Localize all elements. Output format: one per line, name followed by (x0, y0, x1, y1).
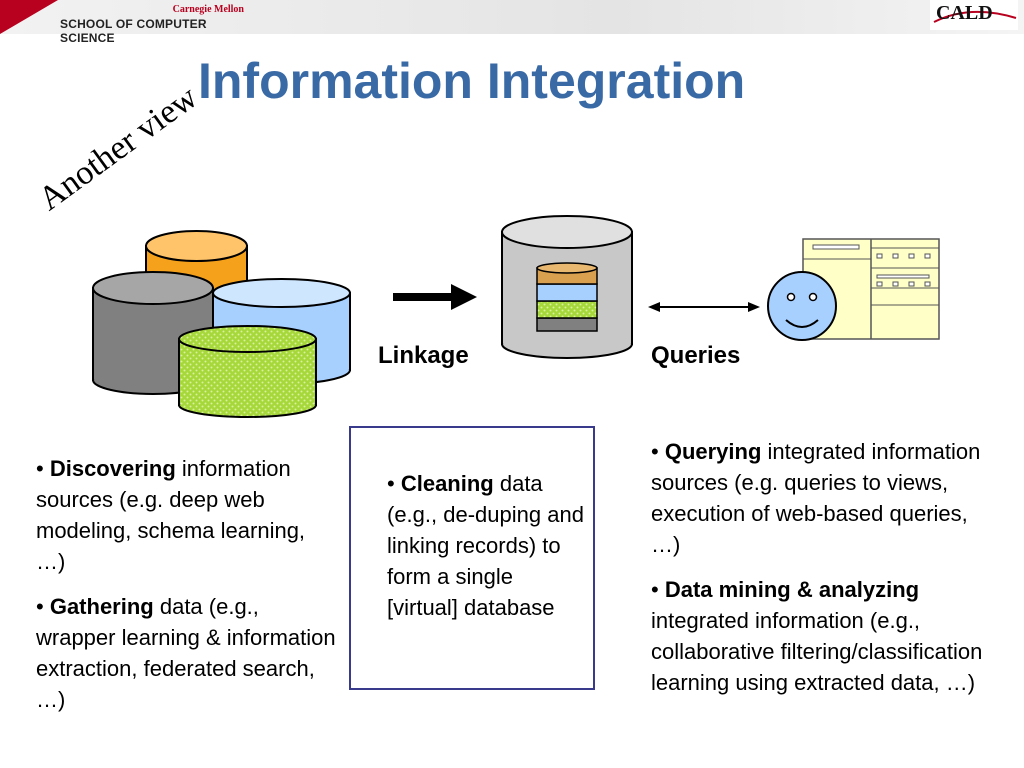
center-item-cleaning: • Cleaning data (e.g., de-duping and lin… (387, 468, 587, 623)
left-item-gathering: • Gathering data (e.g., wrapper learning… (36, 591, 340, 715)
queries-label: Queries (651, 342, 741, 369)
center-text-column: • Cleaning data (e.g., de-duping and lin… (387, 468, 587, 637)
desc-gathering: data (e.g., wrapper learning & informati… (36, 594, 336, 712)
desc-cleaning: data (e.g., de-duping and linking record… (387, 471, 584, 620)
desc-querying: integrated information sources (e.g. que… (651, 439, 981, 557)
integrated-database-icon (501, 215, 633, 359)
term-data-mining: Data mining & analyzing (664, 577, 920, 602)
linkage-label: Linkage (378, 342, 469, 369)
bullet: • (651, 439, 659, 464)
desc-discovering: information sources (e.g. deep web model… (36, 456, 306, 574)
school-name: SCHOOL OF COMPUTER SCIENCE (60, 17, 207, 45)
cald-text: CALD (936, 2, 993, 24)
term-querying: Querying (664, 439, 762, 464)
bullet: • (387, 471, 395, 496)
page-title: Information Integration (198, 53, 746, 109)
term-cleaning: Cleaning (400, 471, 494, 496)
bullet: • (36, 456, 44, 481)
desc-data-mining: integrated information (e.g., collaborat… (651, 608, 983, 695)
cleaning-box: • Cleaning data (e.g., de-duping and lin… (349, 426, 595, 690)
double-arrow-icon (648, 302, 760, 312)
header-bar: Carnegie Mellon SCHOOL OF COMPUTER SCIEN… (0, 0, 1024, 45)
left-text-column: • Discovering information sources (e.g. … (36, 453, 340, 729)
green-database-icon (178, 325, 317, 418)
cald-logo: CALD (930, 0, 1018, 30)
right-item-querying: • Querying integrated information source… (651, 436, 996, 560)
smiley-face-icon (767, 271, 837, 341)
bullet: • (651, 577, 659, 602)
term-gathering: Gathering (49, 594, 154, 619)
bullet: • (36, 594, 44, 619)
cmu-logo: Carnegie Mellon SCHOOL OF COMPUTER SCIEN… (56, 4, 246, 45)
arrow-right-icon (393, 284, 477, 310)
left-item-discovering: • Discovering information sources (e.g. … (36, 453, 340, 577)
right-item-data-mining: • Data mining & analyzing integrated inf… (651, 574, 996, 698)
cald-swoosh-icon (933, 10, 1017, 23)
right-text-column: • Querying integrated information source… (651, 436, 996, 712)
term-discovering: Discovering (49, 456, 176, 481)
university-name: Carnegie Mellon (172, 4, 244, 15)
